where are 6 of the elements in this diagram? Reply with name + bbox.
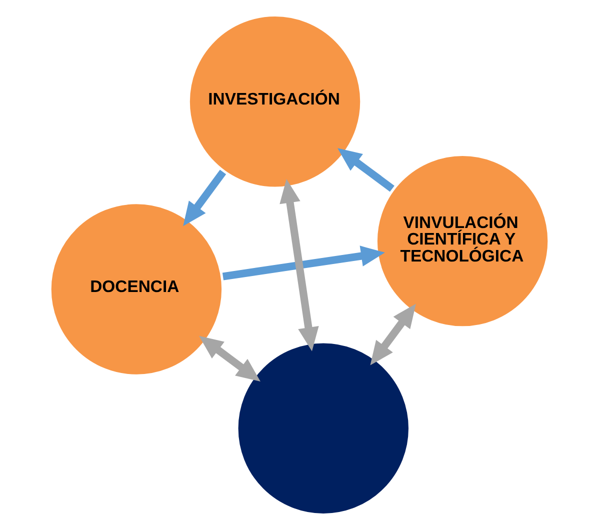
arrow [370, 304, 416, 366]
arrow [280, 178, 319, 352]
arrow [199, 336, 260, 382]
arrow [183, 170, 226, 226]
arrow [222, 246, 385, 280]
arrow [338, 148, 394, 192]
